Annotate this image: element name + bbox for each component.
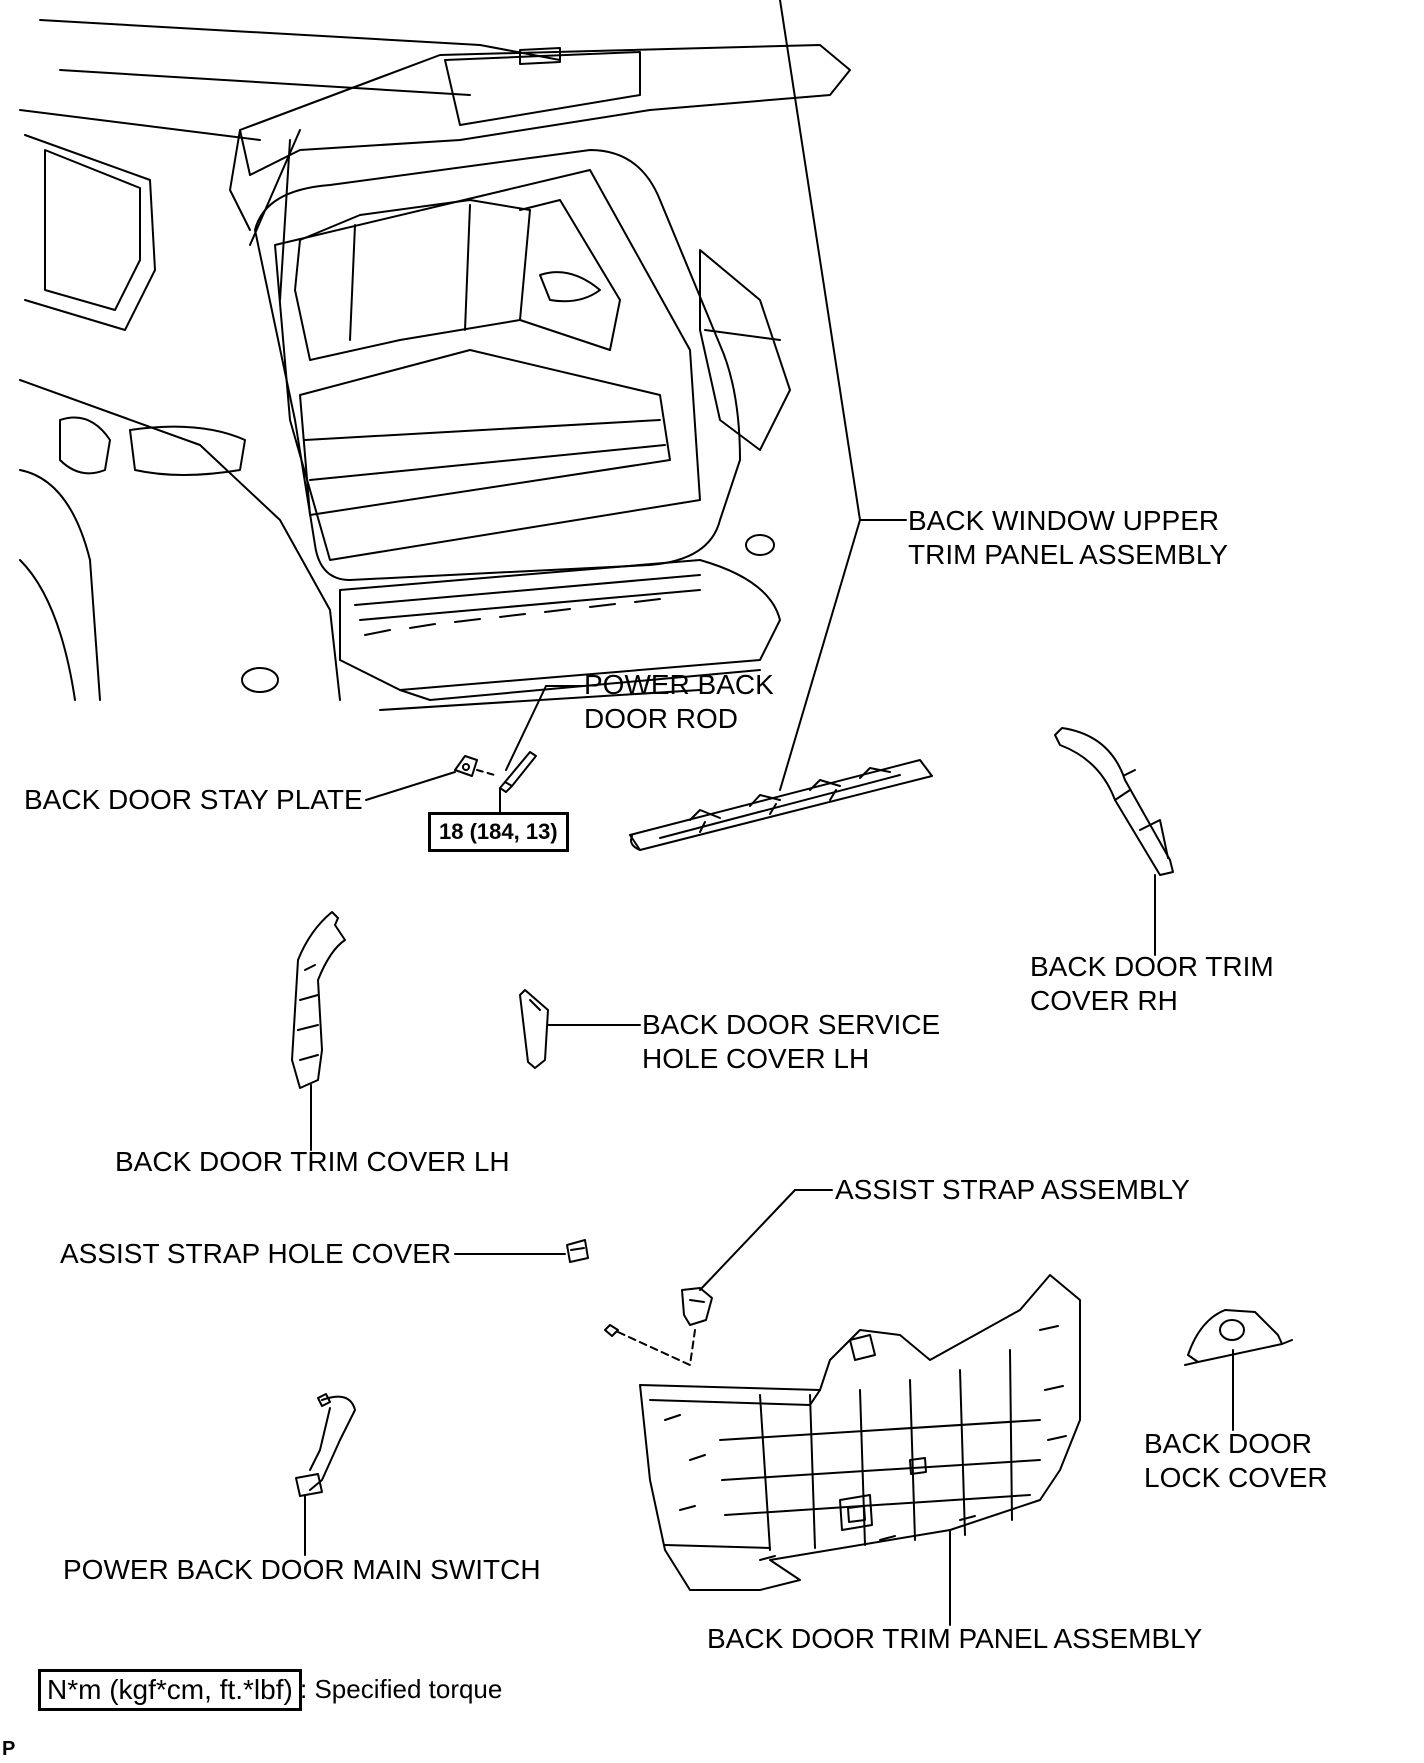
- label-back-window-upper-line2: TRIM PANEL ASSEMBLY: [908, 539, 1229, 570]
- back-door-trim-cover-lh: [291, 911, 346, 1089]
- vehicle-illustration: [19, 19, 851, 711]
- legend-specified-torque: : Specified torque: [300, 1674, 503, 1704]
- back-window-upper-trim-panel: [629, 759, 933, 851]
- back-door-trim-cover-rh: [1054, 727, 1174, 876]
- back-door-service-hole-cover: [519, 989, 549, 1069]
- label-back-door-trim-cover-rh-line1: BACK DOOR TRIM: [1030, 951, 1274, 982]
- label-back-door-lock-cover-line1: BACK DOOR: [1144, 1428, 1313, 1459]
- assist-strap-assembly: [681, 1287, 713, 1326]
- figure-code: P: [2, 1738, 16, 1760]
- label-power-back-door-rod-line2: DOOR ROD: [584, 703, 738, 734]
- assist-strap-hole-cover: [566, 1239, 589, 1263]
- leader-back-window-upper: [779, 0, 861, 521]
- torque-spec-stay-plate: 18 (184, 13): [428, 812, 569, 852]
- back-door-trim-panel-assembly: [639, 1274, 1081, 1591]
- back-door-lock-cover: [1184, 1309, 1293, 1366]
- label-power-back-door-main-switch: POWER BACK DOOR MAIN SWITCH: [63, 1554, 541, 1585]
- label-back-door-service-hole-cover-line1: BACK DOOR SERVICE: [642, 1009, 941, 1040]
- label-back-door-service-hole-cover-line2: HOLE COVER LH: [642, 1043, 870, 1074]
- power-back-door-main-switch: [295, 1393, 356, 1497]
- label-assist-strap-hole-cover: ASSIST STRAP HOLE COVER: [60, 1238, 452, 1269]
- label-back-door-stay-plate: BACK DOOR STAY PLATE: [24, 784, 363, 815]
- label-back-door-trim-cover-rh-line2: COVER RH: [1030, 985, 1178, 1016]
- label-back-door-lock-cover-line2: LOCK COVER: [1144, 1462, 1328, 1493]
- label-power-back-door-rod-line1: POWER BACK: [584, 669, 774, 700]
- back-door-stay-plate: [454, 755, 478, 777]
- power-back-door-rod: [499, 751, 537, 793]
- label-back-window-upper-line1: BACK WINDOW UPPER: [908, 505, 1220, 536]
- label-back-door-trim-panel-assembly: BACK DOOR TRIM PANEL ASSEMBLY: [707, 1623, 1203, 1654]
- label-assist-strap-assembly: ASSIST STRAP ASSEMBLY: [835, 1174, 1190, 1205]
- label-back-door-trim-cover-lh: BACK DOOR TRIM COVER LH: [115, 1146, 510, 1177]
- legend-torque-unit: N*m (kgf*cm, ft.*lbf): [38, 1669, 302, 1711]
